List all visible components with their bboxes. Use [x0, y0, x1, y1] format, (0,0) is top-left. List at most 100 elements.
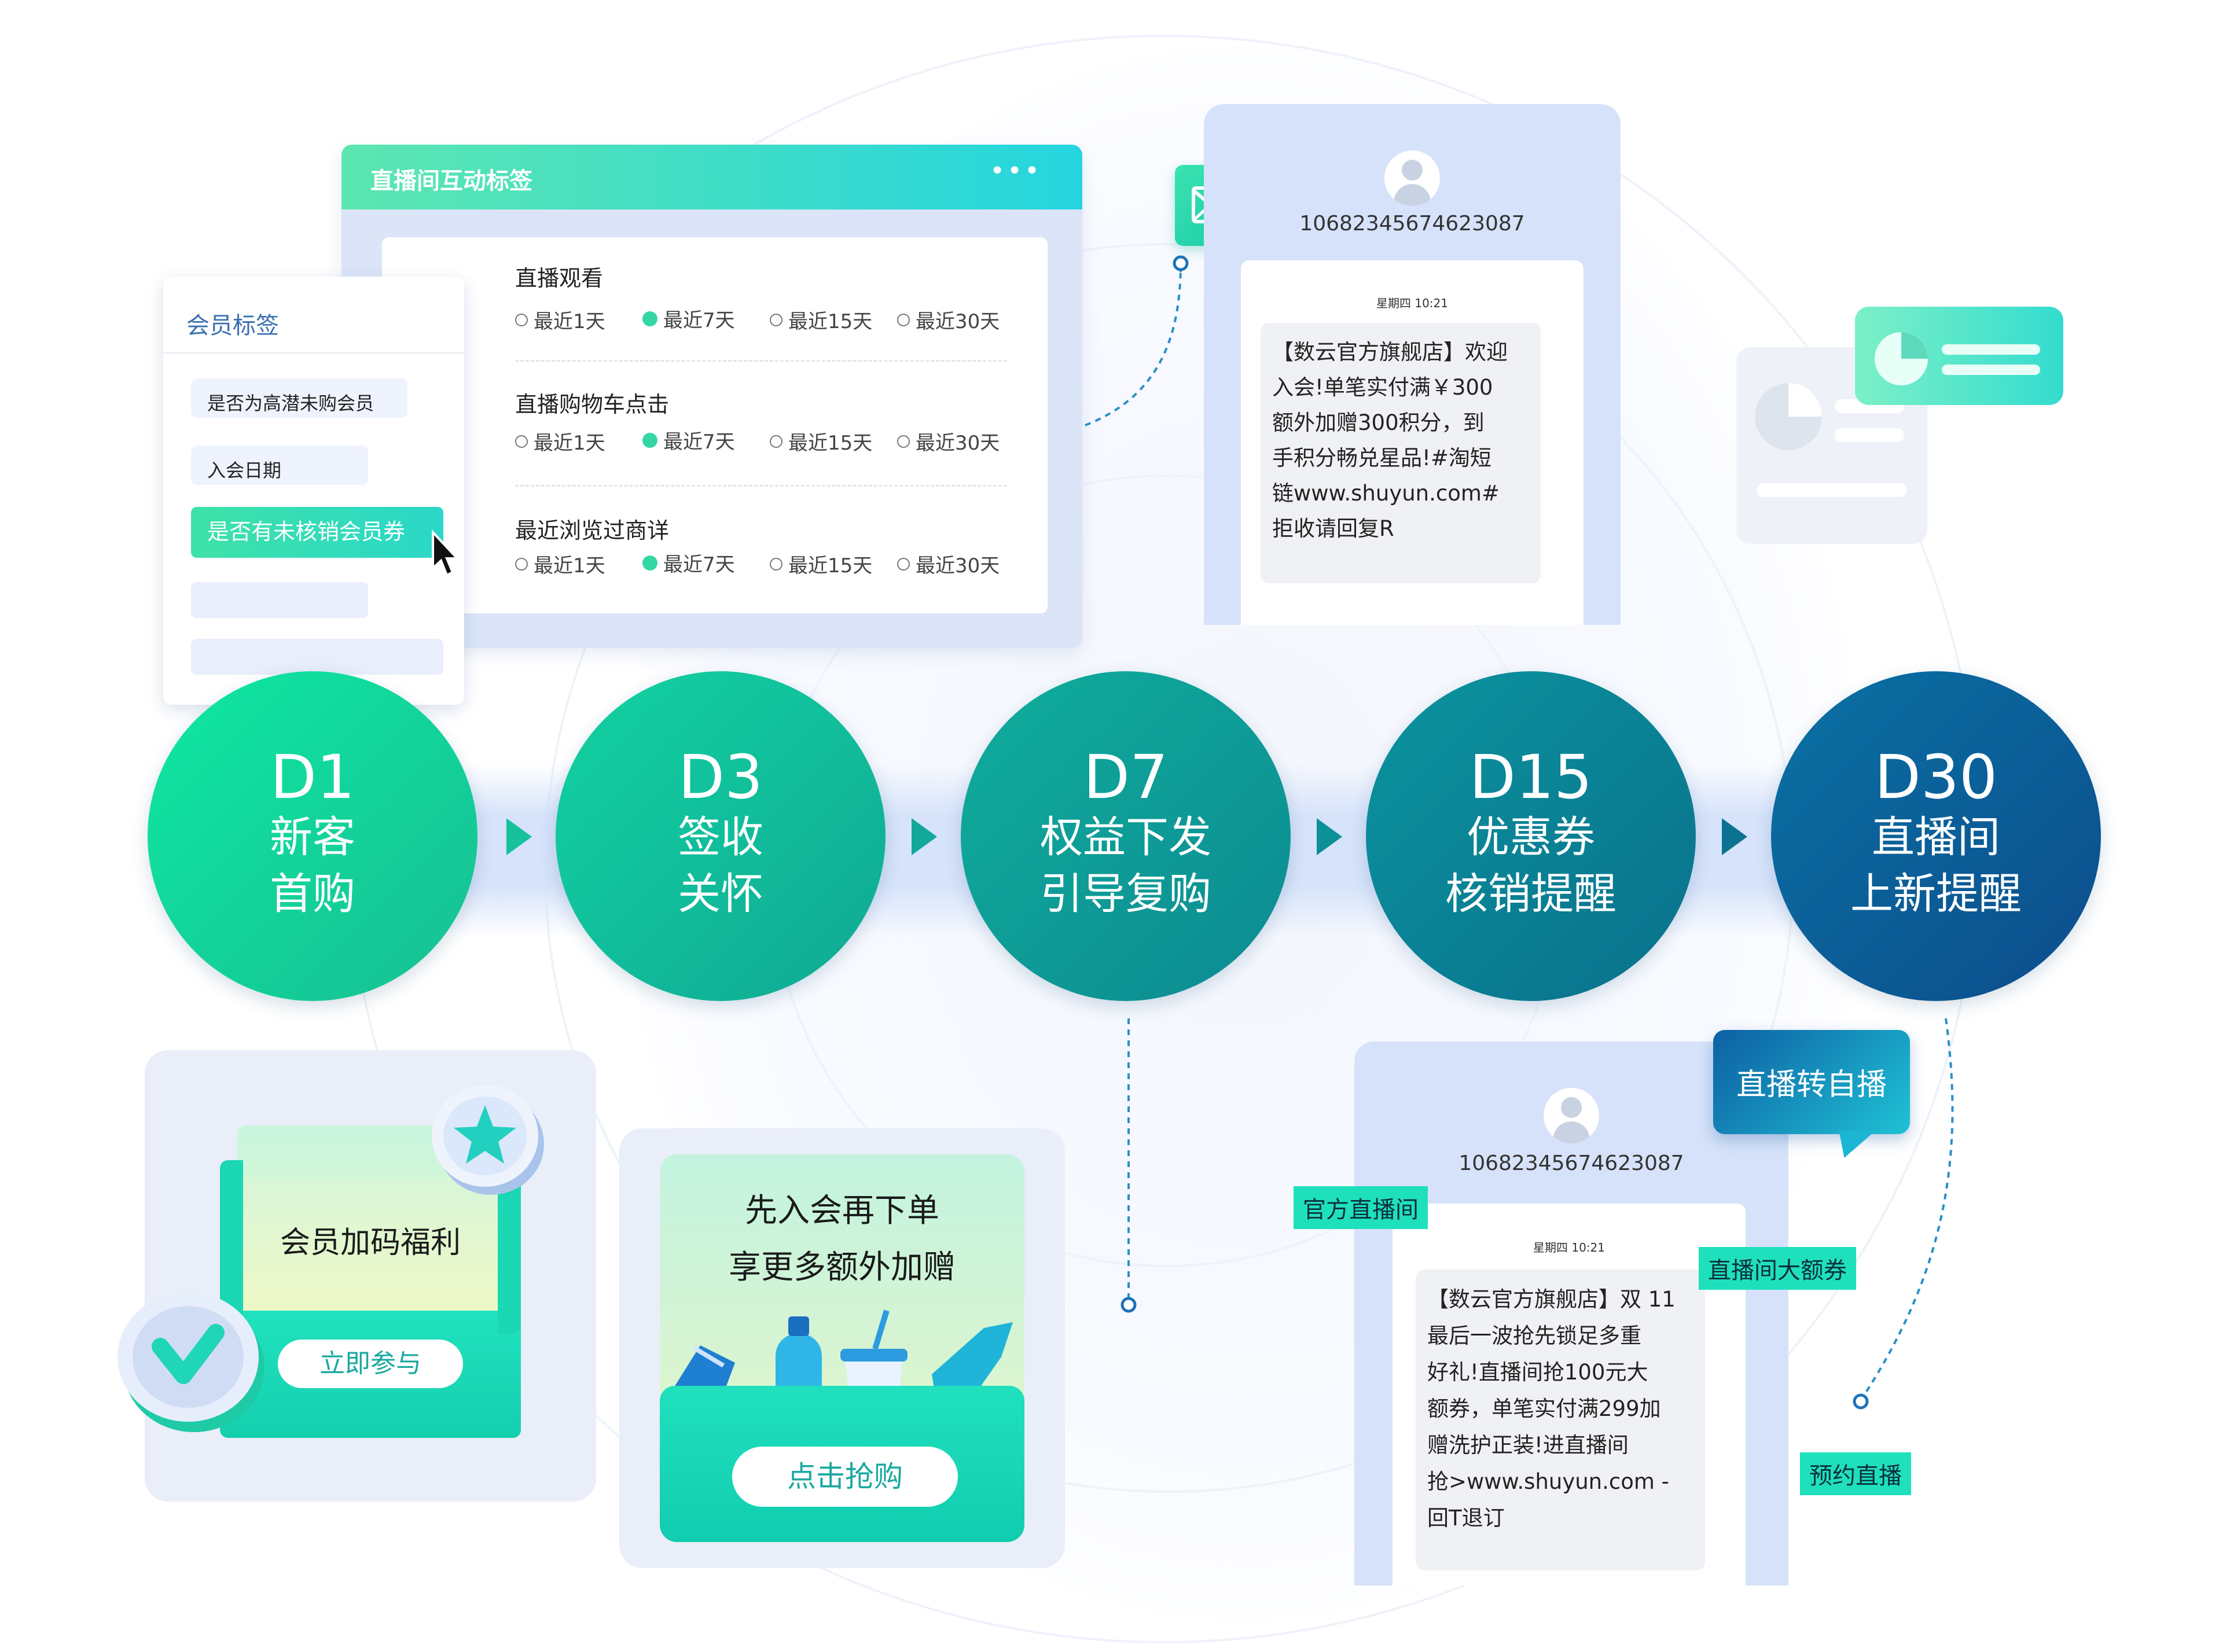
- join-card-inner: 先入会再下单 享更多额外加赠 点击抢购: [660, 1154, 1024, 1542]
- member-bonus-card: 会员加码福利 立即参与: [117, 1050, 596, 1502]
- radio-icon: [515, 557, 528, 571]
- option-watch-15d[interactable]: 最近15天: [770, 306, 872, 334]
- step-label: 关怀: [678, 869, 763, 919]
- sms-phone-bottom: 10682345674623087 星期四 10:21 【数云官方旗舰店】双 1…: [1354, 1042, 1788, 1585]
- step-label: 签收: [678, 812, 763, 862]
- avatar-icon: [1384, 150, 1440, 206]
- star-coin-icon: [432, 1085, 544, 1195]
- join-first-card: 先入会再下单 享更多额外加赠 点击抢购: [619, 1128, 1065, 1568]
- option-watch-1d[interactable]: 最近1天: [515, 306, 605, 334]
- step-d15: D15 优惠券 核销提醒: [1366, 671, 1696, 1001]
- option-cart-30d[interactable]: 最近30天: [897, 427, 1000, 455]
- sender-number: 10682345674623087: [1299, 212, 1525, 236]
- sms-bubble: 【数云官方旗舰店】双 11 最后一波抢先锁足多重 好礼!直播间抢100元大 额券…: [1416, 1270, 1705, 1570]
- step-day: D7: [1083, 742, 1169, 812]
- step-day: D30: [1874, 742, 1998, 812]
- sms-line: 链www.shuyun.com#: [1272, 481, 1500, 506]
- sms-bubble: 【数云官方旗舰店】欢迎 入会!单笔实付满￥300 额外加赠300积分，到 手积分…: [1261, 323, 1541, 583]
- tag-big-coupon: 直播间大额券: [1699, 1247, 1856, 1290]
- sms-line: 手积分畅兑星品!#淘短: [1272, 446, 1491, 470]
- option-browse-15d[interactable]: 最近15天: [770, 550, 872, 578]
- sms-line: 好礼!直播间抢100元大: [1427, 1360, 1648, 1385]
- sms-line: 额券，单笔实付满299加: [1427, 1396, 1661, 1421]
- member-panel-title: 会员标签: [186, 312, 279, 339]
- divider: [163, 352, 464, 354]
- option-browse-30d[interactable]: 最近30天: [897, 550, 1000, 578]
- sms-line: 【数云官方旗舰店】双 11: [1427, 1287, 1676, 1312]
- option-watch-30d[interactable]: 最近30天: [897, 306, 1000, 334]
- arrow-right-icon: [1722, 818, 1747, 855]
- option-cart-15d[interactable]: 最近15天: [770, 427, 872, 455]
- arrow-right-icon: [1317, 818, 1342, 855]
- sender-number: 10682345674623087: [1458, 1151, 1684, 1175]
- sms-line: 抢>www.shuyun.com -: [1427, 1469, 1670, 1494]
- sms-line: 额外加赠300积分，到: [1272, 410, 1485, 435]
- member-bonus-title: 会员加码福利: [280, 1226, 461, 1260]
- group-title-cart: 直播购物车点击: [515, 392, 670, 417]
- tag-book-live: 预约直播: [1800, 1452, 1911, 1495]
- pie-icon: [1755, 383, 1907, 497]
- radio-icon: [770, 435, 782, 448]
- tag-join-date[interactable]: 入会日期: [191, 446, 368, 485]
- avatar-icon: [1544, 1088, 1599, 1143]
- group-title-watch: 直播观看: [515, 266, 604, 291]
- radio-icon: [897, 435, 910, 448]
- step-d30: D30 直播间 上新提醒: [1771, 671, 2101, 1001]
- step-d3: D3 签收 关怀: [556, 671, 886, 1001]
- option-browse-7d[interactable]: 最近7天: [642, 549, 735, 577]
- tag-high-potential[interactable]: 是否为高潜未购会员: [191, 378, 407, 418]
- step-label: 引导复购: [1040, 869, 1211, 919]
- live-panel-title: 直播间互动标签: [341, 145, 1082, 209]
- more-icon[interactable]: •••: [990, 156, 1042, 186]
- sms-time: 星期四 10:21: [1376, 296, 1448, 310]
- step-label: 首购: [270, 869, 355, 919]
- sms-line: 【数云官方旗舰店】欢迎: [1272, 340, 1508, 365]
- step-label: 新客: [270, 812, 355, 862]
- radio-icon: [897, 557, 910, 571]
- radio-selected-icon: [642, 555, 657, 571]
- option-cart-1d[interactable]: 最近1天: [515, 427, 605, 455]
- divider: [515, 485, 1007, 487]
- step-day: D15: [1469, 742, 1593, 812]
- step-label: 核销提醒: [1445, 869, 1617, 919]
- live-to-self-badge: 直播转自播: [1713, 1030, 1910, 1134]
- radio-selected-icon: [642, 311, 657, 326]
- join-line1: 先入会再下单: [745, 1192, 939, 1230]
- sms-line: 拒收请回复R: [1272, 516, 1394, 541]
- chart-badge: [1855, 307, 2063, 405]
- sms-line: 入会!单笔实付满￥300: [1272, 375, 1493, 400]
- option-cart-7d[interactable]: 最近7天: [642, 426, 735, 454]
- join-now-button[interactable]: 立即参与: [278, 1340, 463, 1388]
- step-label: 上新提醒: [1850, 869, 2022, 919]
- join-line2: 享更多额外加赠: [729, 1249, 956, 1286]
- radio-icon: [770, 557, 782, 571]
- sms-line: 赠洗护正装!进直播间: [1427, 1433, 1629, 1458]
- option-watch-7d[interactable]: 最近7天: [642, 304, 735, 333]
- step-day: D1: [270, 742, 355, 812]
- tag-unredeemed-coupon[interactable]: 是否有未核销会员券: [191, 507, 443, 558]
- radio-icon: [515, 313, 528, 326]
- radio-selected-icon: [642, 432, 657, 448]
- live-interaction-panel: 直播间互动标签 ••• 直播观看 最近1天 最近7天 最近15天 最近30天 直…: [341, 145, 1082, 648]
- step-d1: D1 新客 首购: [148, 671, 477, 1001]
- group-title-browse: 最近浏览过商详: [515, 518, 670, 543]
- option-browse-1d[interactable]: 最近1天: [515, 550, 605, 578]
- tag-placeholder: [191, 639, 443, 675]
- pie-chart-icon: [1875, 332, 2040, 385]
- sms-line: 回T退订: [1427, 1506, 1505, 1530]
- grab-now-button[interactable]: 点击抢购: [732, 1447, 958, 1507]
- sms-line: 最后一波抢先锁足多重: [1427, 1323, 1641, 1348]
- tag-official-live: 官方直播间: [1294, 1186, 1428, 1229]
- arrow-right-icon: [506, 818, 532, 855]
- arrow-right-icon: [912, 818, 937, 855]
- sms-screen: 星期四 10:21 【数云官方旗舰店】双 11 最后一波抢先锁足多重 好礼!直播…: [1393, 1204, 1746, 1585]
- badge-text: 直播转自播: [1736, 1068, 1887, 1102]
- live-panel-body: 直播观看 最近1天 最近7天 最近15天 最近30天 直播购物车点击 最近1天 …: [382, 237, 1048, 613]
- step-label: 优惠券: [1467, 812, 1595, 862]
- step-label: 权益下发: [1040, 812, 1211, 862]
- radio-icon: [897, 313, 910, 326]
- step-day: D3: [678, 742, 763, 812]
- divider: [515, 360, 1007, 362]
- ticket-cover: [243, 1178, 498, 1311]
